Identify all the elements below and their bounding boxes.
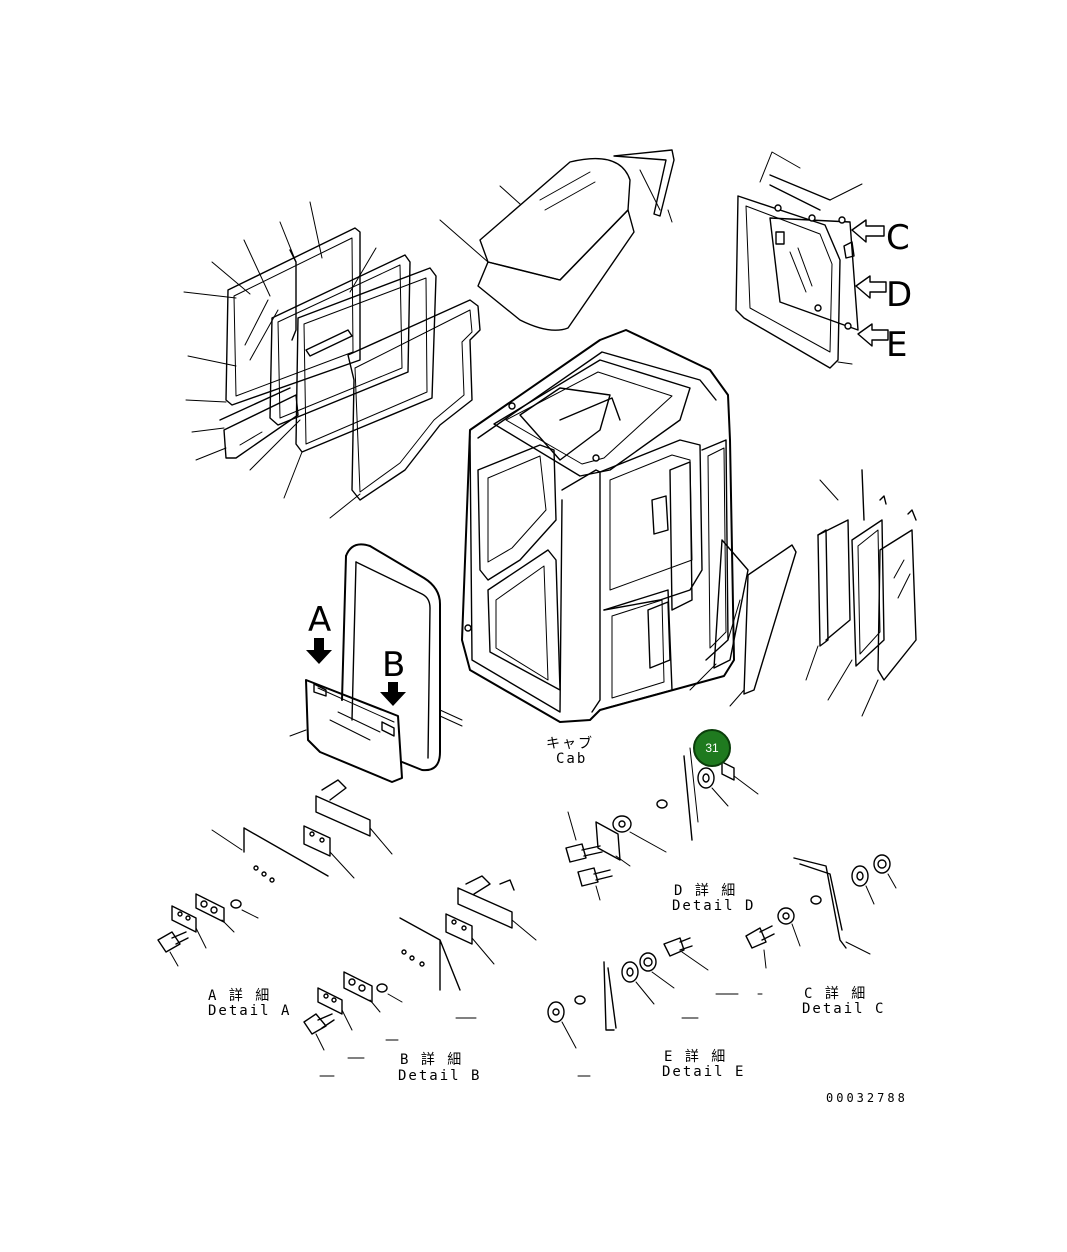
detail-a-label-en: Detail A bbox=[208, 1003, 292, 1019]
detail-d-label-en: Detail D bbox=[672, 898, 756, 914]
view-arrows-cde bbox=[851, 219, 889, 347]
door-glass-assembly bbox=[219, 227, 481, 501]
cab-label-en: Cab bbox=[556, 751, 588, 767]
rear-window-assembly bbox=[735, 151, 863, 369]
roof-pad bbox=[439, 157, 635, 331]
detail-d-label-jp: D 詳 細 bbox=[674, 883, 738, 899]
view-letter-c: C bbox=[886, 218, 910, 258]
view-letter-e: E bbox=[886, 325, 908, 365]
detail-c-label-jp: C 詳 細 bbox=[804, 986, 868, 1002]
leader-lines-upper-left bbox=[183, 201, 377, 519]
door-glass-lower bbox=[289, 543, 463, 783]
detail-c-label-en: Detail C bbox=[802, 1001, 886, 1017]
detail-e-hardware bbox=[547, 937, 709, 1049]
detail-e-label-jp: E 詳 細 bbox=[664, 1049, 728, 1065]
part-callout-31[interactable]: 31 bbox=[693, 729, 731, 767]
detail-a-label-jp: A 詳 細 bbox=[208, 988, 272, 1004]
cab-frame bbox=[439, 329, 735, 723]
detail-c-hardware bbox=[745, 854, 897, 969]
cab-label-jp: キャブ bbox=[546, 736, 594, 752]
detail-b-label-jp: B 詳 細 bbox=[400, 1052, 464, 1068]
view-letter-b: B bbox=[382, 645, 406, 685]
view-letter-a: A bbox=[308, 600, 332, 640]
detail-b-label-en: Detail B bbox=[398, 1068, 482, 1084]
view-letter-d: D bbox=[886, 275, 913, 315]
detail-e-label-en: Detail E bbox=[662, 1064, 746, 1080]
detail-d-hardware bbox=[565, 747, 759, 901]
detail-a-hardware bbox=[157, 779, 393, 967]
misc-leaders bbox=[319, 993, 763, 1077]
drawing-number: 00032788 bbox=[826, 1091, 908, 1105]
trim-strip bbox=[613, 149, 675, 223]
side-glass-panels bbox=[689, 469, 917, 717]
detail-b-hardware bbox=[303, 875, 537, 1051]
